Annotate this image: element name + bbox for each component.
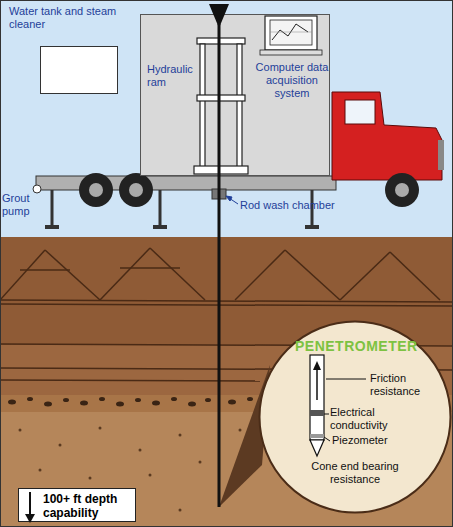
node-text: Computer data acquisition system xyxy=(253,61,331,100)
node-text: Cone end bearing resistance xyxy=(302,460,408,486)
gravel-stones xyxy=(8,397,253,407)
hydraulic-ram-frame xyxy=(194,38,248,174)
penetrometer-circle: PENETROMETER Friction resistanceElectrica… xyxy=(258,320,452,514)
sky xyxy=(0,0,453,237)
truck-cab xyxy=(332,92,442,180)
computer-symbol xyxy=(260,16,322,55)
rod-wash-chamber-symbol xyxy=(212,189,226,199)
node-text: Hydraulic ram xyxy=(147,63,201,89)
node-text: Electrical conductivity xyxy=(330,406,410,432)
jack-feet xyxy=(45,225,319,229)
grille xyxy=(438,140,444,170)
depth-box: 100+ ft depth capability xyxy=(18,488,136,522)
grout-pump-symbol xyxy=(33,185,41,193)
node-text: Piezometer xyxy=(332,434,412,447)
node-text: Water tank and steam cleaner xyxy=(9,5,119,31)
cab-window xyxy=(345,100,375,124)
node-text: 100+ ft depth capability xyxy=(43,492,135,520)
node-text: PENETROMETER xyxy=(295,338,415,354)
part-label: Rod wash chamber xyxy=(240,199,350,212)
depth-arrow xyxy=(25,492,35,523)
equipment-enclosure: Hydraulic ram Computer data acquisition s… xyxy=(140,14,330,176)
rod-wash-leader xyxy=(226,196,238,204)
part-label: Grout pump xyxy=(2,192,36,218)
tank-box: Water tank and steam cleaner xyxy=(40,46,118,94)
node-text: Friction resistance xyxy=(370,372,436,398)
circle-shape xyxy=(260,322,451,513)
push-arrow xyxy=(209,4,229,28)
probe-drawing xyxy=(310,355,366,456)
push-rod xyxy=(218,24,221,507)
